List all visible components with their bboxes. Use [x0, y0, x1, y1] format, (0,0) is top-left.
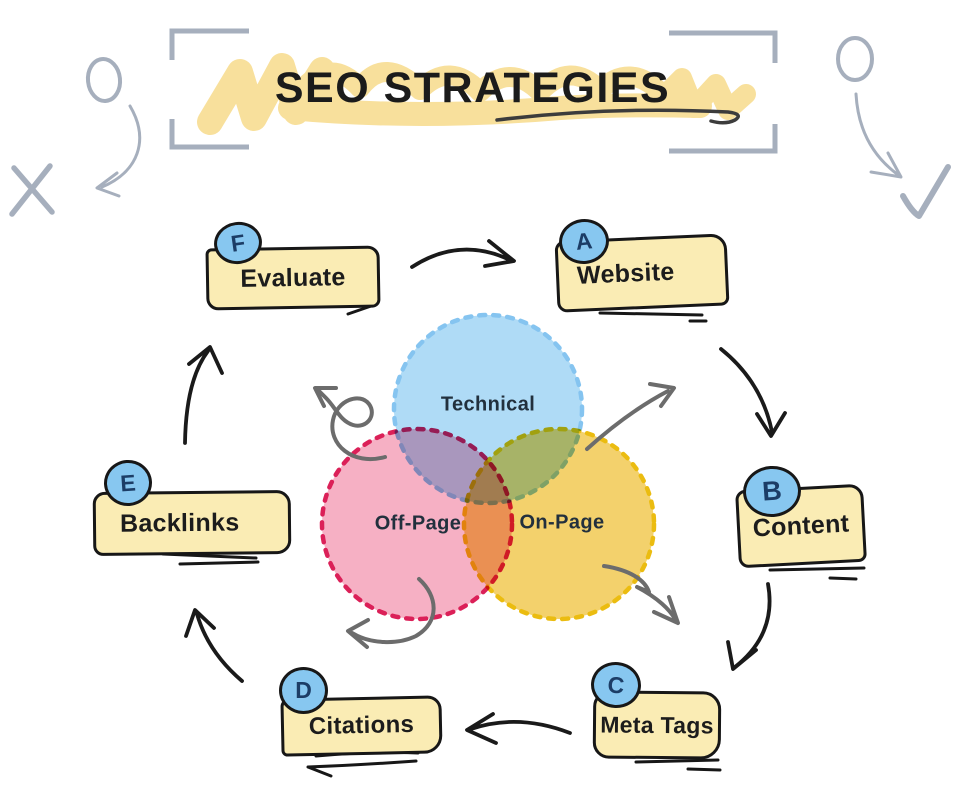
venn-label-technical: Technical [440, 393, 536, 416]
venn-diagram [319, 312, 657, 622]
arrow-metatags-to-citations [465, 712, 572, 745]
sketch-arrow-southwest [346, 577, 436, 649]
underline-citations [306, 750, 420, 778]
underline-metatags [634, 758, 722, 772]
underline-content [768, 566, 866, 581]
curved-arrow-doodle-left [95, 104, 142, 198]
venn-label-onpage: On-Page [519, 511, 605, 534]
sketch-arrow-southeast [602, 564, 680, 625]
arrow-citations-to-backlinks [184, 608, 244, 683]
arrow-backlinks-to-evaluate [183, 345, 224, 445]
badge-d: D [279, 667, 328, 714]
title-bracket-top-right [669, 30, 778, 63]
sketch-arrow-loop-northwest [313, 386, 387, 461]
arrow-content-to-metatags [726, 582, 772, 671]
check-mark-doodle [900, 164, 951, 219]
circle-doodle-left [85, 57, 123, 103]
title-bracket-bottom-right [669, 124, 778, 154]
circle-doodle-right [836, 36, 874, 82]
venn-circle-onpage [461, 426, 657, 622]
sketch-arrow-northeast [585, 382, 676, 451]
node-meta-tags-label: Meta Tags [600, 711, 714, 738]
x-mark-doodle [9, 163, 55, 217]
underline-website [598, 311, 708, 323]
node-backlinks-label: Backlinks [119, 508, 240, 538]
venn-label-offpage: Off-Page [374, 512, 462, 535]
arrow-website-to-content [719, 347, 787, 438]
curved-arrow-doodle-right [854, 92, 903, 179]
title-bracket-top-left [169, 28, 249, 60]
node-evaluate-label: Evaluate [240, 262, 346, 293]
title-underline-swoosh [495, 108, 740, 125]
arrow-evaluate-to-website [410, 239, 516, 269]
node-citations-label: Citations [308, 710, 415, 741]
page-title: SEO STRATEGIES [274, 64, 671, 112]
underline-backlinks [161, 552, 260, 566]
highlight-scribble [197, 53, 756, 135]
title-bracket-bottom-left [169, 119, 249, 150]
